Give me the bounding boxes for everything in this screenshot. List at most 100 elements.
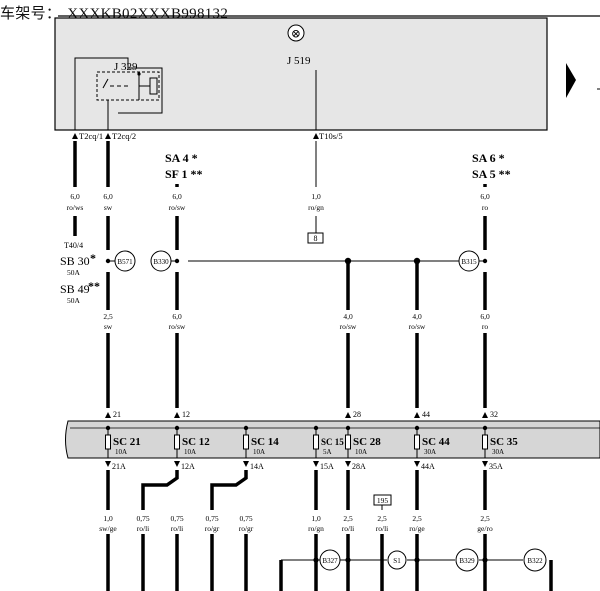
- wire-color: sw: [104, 203, 113, 212]
- wire-color: ro/sw: [169, 203, 186, 212]
- wire-size: 2,5: [103, 312, 113, 321]
- pin-label: 15A: [320, 462, 334, 471]
- wire-color: ro/sw: [169, 322, 186, 331]
- junction-b322: B322: [527, 557, 543, 565]
- pin-label: 28: [353, 410, 361, 419]
- wire-color: ro/gn: [308, 524, 324, 533]
- fuse-amp: 10A: [184, 448, 196, 456]
- right-arrow-icon[interactable]: [566, 63, 576, 98]
- wire-color: ro/li: [376, 524, 389, 533]
- wire-color: ro/gn: [308, 203, 324, 212]
- wire-size: 2,5: [480, 514, 490, 523]
- sb30-mark: *: [90, 251, 96, 265]
- wire-color: ro/ge: [409, 524, 425, 533]
- wire-color: ro/gr: [239, 524, 254, 533]
- junction-b571: B571: [117, 258, 133, 266]
- wire-color: ro/ws: [67, 203, 84, 212]
- wire-size: 6,0: [70, 192, 80, 201]
- wire-size: 6,0: [480, 312, 490, 321]
- wire-color: ro/li: [137, 524, 150, 533]
- terminal-box: [307, 232, 324, 244]
- pin-label: 12A: [181, 462, 195, 471]
- wire-color: sw: [104, 322, 113, 331]
- sb30-amp: 50A: [67, 268, 81, 277]
- fuse-group-sa4: SA 4 *: [165, 151, 198, 165]
- fuse-sc12: SC 12: [182, 436, 210, 448]
- fuse-sc14: SC 14: [251, 436, 279, 448]
- wire-color: sw/ge: [99, 524, 117, 533]
- ground-glyph: ⊗: [291, 27, 301, 41]
- wire-size: 0,75: [205, 514, 218, 523]
- wire-color: ro: [482, 322, 488, 331]
- wire-color: ro/li: [171, 524, 184, 533]
- wire-color: ro: [482, 203, 488, 212]
- junction-b327: B327: [322, 557, 338, 565]
- wire-size: 6,0: [172, 312, 182, 321]
- fusebox-pins-bottom: 21A 12A 14A 15A 28A 44A 35A: [105, 461, 503, 471]
- pin-label: 12: [182, 410, 190, 419]
- lower-wire-labels: 1,0 sw/ge 0,75 ro/li 0,75 ro/li 0,75 ro/…: [99, 514, 493, 533]
- pin-label: 28A: [352, 462, 366, 471]
- connector-t2cq2: T2cq/2: [112, 131, 136, 141]
- fuse-amp: 5A: [323, 448, 332, 456]
- wire-size: 0,75: [136, 514, 149, 523]
- connector-t2cq1: T2cq/1: [79, 131, 103, 141]
- junction-b329: B329: [459, 557, 475, 565]
- fuse-group-sa6: SA 6 *: [472, 151, 505, 165]
- fusebox-pins-top: 21 12 28 44 32: [105, 410, 498, 419]
- fuse-sc35: SC 35: [490, 436, 518, 448]
- junction-s1: S1: [393, 557, 401, 565]
- junctions-lower: B327 S1 B329 B322: [281, 548, 547, 572]
- wire-size: 0,75: [170, 514, 183, 523]
- mid-wire-labels: 2,5 sw 6,0 ro/sw 4,0 ro/sw 4,0 ro/sw 6,0…: [103, 312, 490, 331]
- pin-label: 44: [422, 410, 430, 419]
- sb49-amp: 50A: [67, 296, 81, 305]
- pin-label: 44A: [421, 462, 435, 471]
- fuse-sc15: SC 15: [321, 437, 344, 447]
- fuse-group-sa5: SA 5 **: [472, 167, 511, 181]
- pin-label: 14A: [250, 462, 264, 471]
- wire-size: 4,0: [343, 312, 353, 321]
- fuse-box-band: [65, 420, 600, 459]
- fuse-sc44: SC 44: [422, 436, 450, 448]
- wire-color: ro/li: [342, 524, 355, 533]
- wire-color: ro/sw: [340, 322, 357, 331]
- connector-t40: T40/4: [64, 241, 83, 250]
- pin-label: 21A: [112, 462, 126, 471]
- terminal-box-label: 8: [314, 234, 318, 243]
- junction-b330: B330: [153, 258, 169, 266]
- wire-size: 6,0: [103, 192, 113, 201]
- fuse-amp: 30A: [492, 448, 504, 456]
- wire-size: 2,5: [343, 514, 353, 523]
- ref-box-label: 195: [377, 496, 389, 505]
- pin-label: 35A: [489, 462, 503, 471]
- fuse-group-sf1: SF 1 **: [165, 167, 203, 181]
- connector-t10s5: T10s/5: [319, 131, 343, 141]
- wire-size: 2,5: [412, 514, 422, 523]
- wire-size: 1,0: [103, 514, 113, 523]
- upper-wire-labels: 6,0 ro/ws 6,0 sw 6,0 ro/sw 1,0 ro/gn 6,0…: [67, 192, 490, 212]
- thin-wire-segments: [188, 141, 475, 262]
- upper-wire-segments: [73, 141, 487, 408]
- sb49-label: SB 49: [60, 282, 90, 296]
- lower-wire-segments: [106, 470, 553, 591]
- ref-box: [373, 494, 392, 506]
- relay-j329: [74, 57, 163, 130]
- junction-b315: B315: [461, 258, 477, 266]
- wire-size: 0,75: [239, 514, 252, 523]
- wire-size: 6,0: [480, 192, 490, 201]
- fuse-labels: SC 21 10A SC 12 10A SC 14 10A SC 15 5A S…: [113, 436, 518, 456]
- sb30-label: SB 30: [60, 254, 90, 268]
- wire-size: 2,5: [377, 514, 387, 523]
- unit-j519-label: J 519: [287, 55, 311, 67]
- wire-color: ro/gr: [205, 524, 220, 533]
- wire-size: 6,0: [172, 192, 182, 201]
- fuse-leads: [107, 428, 486, 458]
- fuse-amp: 10A: [355, 448, 367, 456]
- pin-label: 21: [113, 410, 121, 419]
- wire-color: ge/ro: [477, 524, 493, 533]
- wire-color: ro/sw: [409, 322, 426, 331]
- fuse-amp: 30A: [424, 448, 436, 456]
- pin-label: 32: [490, 410, 498, 419]
